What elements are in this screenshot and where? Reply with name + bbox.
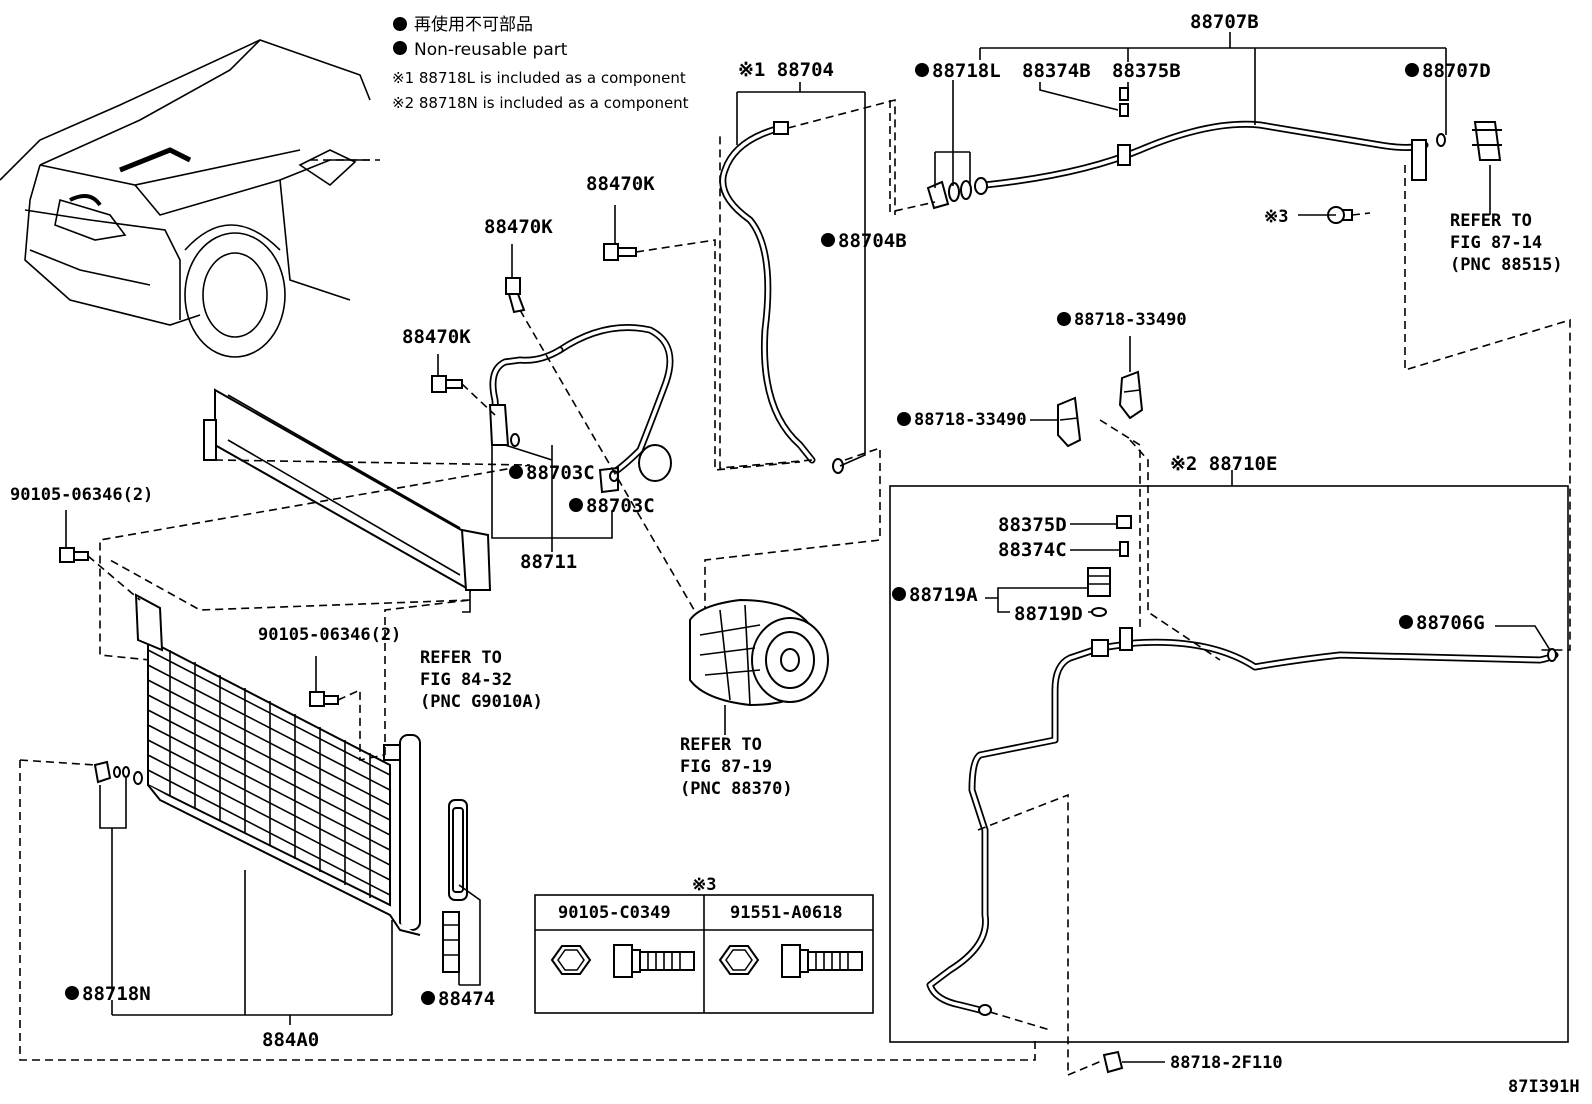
figure-code: 87I391H — [1508, 1077, 1580, 1097]
label-88470K-lower: 88470K — [402, 326, 471, 348]
refer-87-19-line3: (PNC 88370) — [680, 779, 793, 799]
non-reusable-dot-icon — [1057, 312, 1071, 326]
label-88718L: 88718L — [932, 60, 1001, 82]
label-88706G: 88706G — [1416, 612, 1485, 634]
non-reusable-dot-icon — [393, 17, 407, 31]
non-reusable-dot-icon — [65, 986, 79, 1000]
label-88707D: 88707D — [1422, 60, 1491, 82]
bolts-90105-06346 — [59, 510, 471, 761]
non-reusable-dot-icon — [393, 41, 407, 55]
label-884A0: 884A0 — [262, 1029, 319, 1051]
label-88703C-upper: 88703C — [526, 462, 595, 484]
label-88719A: 88719A — [909, 584, 978, 606]
clamps-88718-33490 — [1030, 336, 1144, 448]
refer-87-14-line1: REFER TO — [1450, 211, 1532, 231]
refer-87-19-line2: FIG 87-19 — [680, 757, 772, 777]
non-reusable-dot-icon — [915, 63, 929, 77]
label-88470K-middle: 88470K — [484, 216, 553, 238]
vehicle-illustration-icon — [0, 39, 380, 358]
label-88711: 88711 — [520, 551, 577, 573]
label-88703C-lower: 88703C — [586, 495, 655, 517]
label-90105-06346-center: 90105-06346(2) — [258, 625, 401, 645]
label-88707B: 88707B — [1190, 11, 1259, 33]
fittings-88718N — [19, 759, 1036, 1061]
label-ref3: ※3 — [1264, 207, 1288, 227]
compressor-illustration-icon — [689, 598, 829, 735]
label-88719D: 88719D — [1014, 603, 1083, 625]
legend: 再使用不可部品 Non-reusable part ※1 88718L is i… — [392, 14, 689, 112]
refer-87-14-line2: FIG 87-14 — [1450, 233, 1542, 253]
box3-col1-header: 90105-C0349 — [558, 903, 671, 923]
non-reusable-dot-icon — [892, 587, 906, 601]
legend-note1: ※1 88718L is included as a component — [392, 69, 686, 87]
non-reusable-dot-icon — [509, 465, 523, 479]
leaders-top — [889, 32, 1571, 651]
label-88375D: 88375D — [998, 514, 1067, 536]
refer-84-32-line1: REFER TO — [420, 648, 502, 668]
box3-col2-header: 91551-A0618 — [730, 903, 843, 923]
non-reusable-dot-icon — [1405, 63, 1419, 77]
condenser-884A0 — [112, 593, 481, 1025]
label-88704: ※1 88704 — [738, 59, 834, 81]
non-reusable-dot-icon — [1399, 615, 1413, 629]
label-88718-33490-lower: 88718-33490 — [914, 410, 1027, 430]
part-labels: 88707B ※1 88704 88718L 88374B 88375B 887… — [10, 11, 1580, 1097]
refer-84-32-line2: FIG 84-32 — [420, 670, 512, 690]
discharge-hose-88711 — [488, 324, 674, 552]
label-88470K-upper: 88470K — [586, 173, 655, 195]
refer-84-32-line3: (PNC G9010A) — [420, 692, 543, 712]
box3-mark: ※3 — [692, 875, 716, 895]
legend-en: Non-reusable part — [414, 40, 568, 60]
non-reusable-dot-icon — [569, 498, 583, 512]
liquid-pipe-assembly-88710E — [889, 419, 1569, 1075]
clamp-88718-2F110 — [1067, 1050, 1165, 1076]
label-88374C: 88374C — [998, 539, 1067, 561]
legend-jp: 再使用不可部品 — [414, 14, 533, 35]
label-88474: 88474 — [438, 988, 495, 1010]
refer-87-19-line1: REFER TO — [680, 735, 762, 755]
non-reusable-dot-icon — [897, 412, 911, 426]
legend-note2: ※2 88718N is included as a component — [392, 94, 689, 112]
non-reusable-dot-icon — [821, 233, 835, 247]
label-88704B: 88704B — [838, 230, 907, 252]
label-88374B: 88374B — [1022, 60, 1091, 82]
discharge-pipe-88707B — [926, 87, 1502, 224]
non-reusable-dot-icon — [421, 991, 435, 1005]
label-88718N: 88718N — [82, 983, 151, 1005]
bolts-88470K — [431, 205, 801, 621]
label-88718-33490-upper: 88718-33490 — [1074, 310, 1187, 330]
label-90105-06346-left: 90105-06346(2) — [10, 485, 153, 505]
suction-hose-88704 — [704, 82, 896, 610]
label-88718-2F110: 88718-2F110 — [1170, 1053, 1283, 1073]
bolt-reference-table — [534, 894, 874, 1014]
refer-87-14-line3: (PNC 88515) — [1450, 255, 1563, 275]
label-88375B: 88375B — [1112, 60, 1181, 82]
cooler-unit — [99, 388, 531, 661]
label-88710E: ※2 88710E — [1170, 453, 1277, 475]
